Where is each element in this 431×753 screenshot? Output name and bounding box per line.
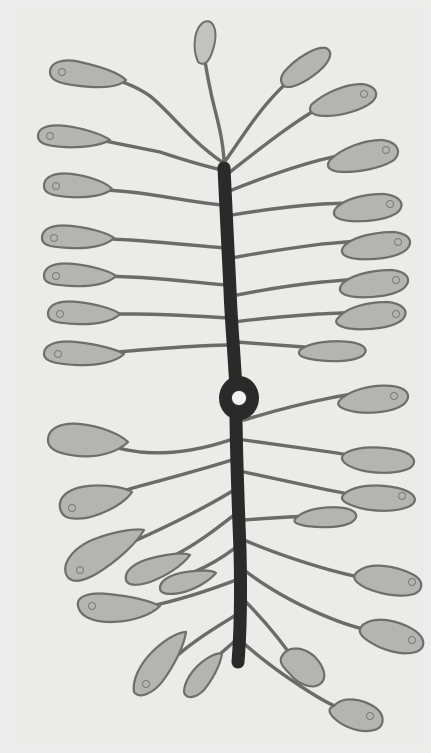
centromere-center xyxy=(232,391,247,406)
axis-lower xyxy=(236,410,241,662)
